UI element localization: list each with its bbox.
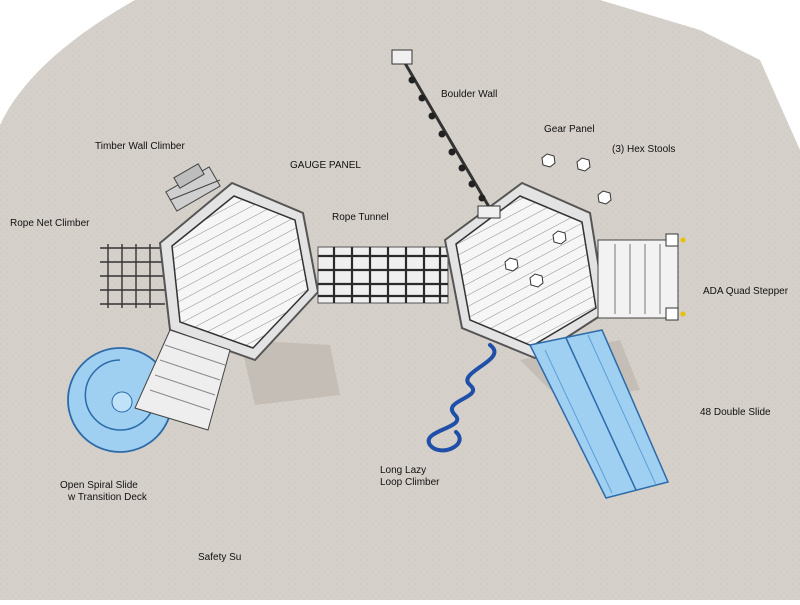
timber-wall-climber-label: Timber Wall Climber [95, 141, 185, 152]
loop-climber-label-line1: Long Lazy [380, 465, 427, 476]
safety-surface-label: Safety Su [198, 552, 242, 563]
loop-climber [426, 343, 497, 453]
rope-net-climber [100, 244, 165, 308]
rope-tunnel [317, 246, 449, 304]
hex-stools [504, 153, 612, 288]
spiral-slide-label-line1: Open Spiral Slide [60, 480, 138, 491]
ada-quad-stepper-label: ADA Quad Stepper [703, 286, 789, 297]
left-hex-deck [171, 195, 309, 349]
loop-climber-label-line2: Loop Climber [380, 477, 440, 488]
spiral-slide-label-line2: w Transition Deck [68, 492, 147, 503]
ada-quad-stepper [597, 233, 686, 321]
gauge-panel-label: GAUGE PANEL [290, 160, 361, 171]
double-slide-label: 48 Double Slide [700, 407, 771, 418]
hex-stools-label: (3) Hex Stools [612, 144, 676, 155]
boulder-wall-label: Boulder Wall [441, 89, 498, 100]
structure-shadow [240, 340, 340, 405]
double-slide [528, 329, 670, 499]
open-spiral-slide [67, 329, 231, 453]
timber-wall-climber [165, 163, 221, 212]
boulder-wall [391, 49, 501, 219]
rope-tunnel-label: Rope Tunnel [332, 212, 389, 223]
rope-net-climber-label: Rope Net Climber [10, 218, 90, 229]
gear-panel-label: Gear Panel [544, 124, 595, 135]
